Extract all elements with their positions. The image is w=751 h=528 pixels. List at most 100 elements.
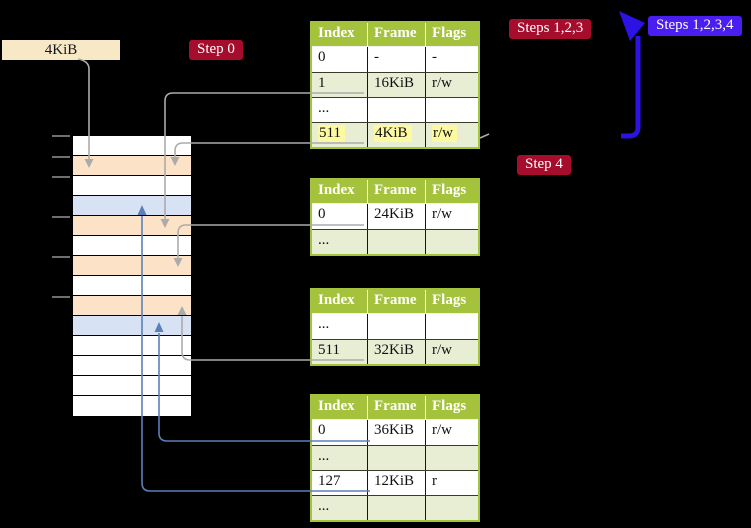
cell-frame (368, 314, 426, 339)
cell-flags: - (432, 49, 437, 65)
memory-row-5 (73, 236, 191, 256)
column-header-flags: Flags (432, 292, 467, 308)
column-header-frame: Frame (368, 290, 426, 313)
cell-flags: r/w (432, 75, 452, 91)
table-row: ... (312, 97, 478, 122)
cell-index: ... (312, 314, 368, 339)
table-header-row: Index Frame Flags (312, 23, 478, 47)
cell-index: 511 (312, 123, 368, 147)
table1-right-stub (479, 133, 490, 139)
column-header-flags: Flags (432, 182, 467, 198)
column-header-index: Index (312, 180, 368, 203)
memory-tick (52, 135, 70, 137)
memory-row-6 (73, 256, 191, 276)
table-row-highlighted: 511 4KiB r/w (312, 122, 478, 147)
cell-index: ... (312, 230, 368, 254)
memory-row-7 (73, 276, 191, 296)
step-0-label: Step 0 (189, 40, 243, 60)
memory-row-8 (73, 296, 191, 316)
memory-tick (52, 176, 70, 178)
memory-column (72, 135, 192, 417)
cell-flags: r/w (432, 342, 452, 358)
cell-index: 511 (312, 340, 368, 364)
memory-row-10 (73, 336, 191, 356)
cell-frame: 4KiB (368, 123, 426, 147)
table-row: ... (312, 229, 478, 254)
table-row: ... (312, 445, 478, 470)
cell-flags: r/w (432, 206, 452, 222)
table-row: 1 16KiB r/w (312, 72, 478, 97)
page-size-box: 4KiB (2, 40, 120, 60)
column-header-frame: Frame (368, 23, 426, 46)
memory-tick (52, 216, 70, 218)
cell-frame (368, 98, 426, 122)
table-header-row: Index Frame Flags (312, 180, 478, 204)
cell-index: 127 (312, 471, 368, 495)
cell-flags: r/w (426, 123, 478, 147)
cell-frame: 36KiB (368, 420, 426, 445)
memory-tick (52, 256, 70, 258)
cell-frame: - (368, 47, 426, 72)
cell-flags (426, 230, 478, 254)
cell-index: ... (312, 496, 368, 520)
page-size-label: 4KiB (44, 42, 78, 58)
column-header-flags: Flags (432, 398, 467, 414)
highlight-text: r/w (432, 125, 457, 142)
steps-1234-label: Steps 1,2,3,4 (648, 16, 742, 36)
page-table-4: Index Frame Flags 0 36KiB r/w ... 127 12… (310, 394, 480, 522)
highlight-text: 4KiB (374, 125, 412, 142)
steps-123-label: Steps 1,2,3 (509, 19, 592, 39)
page-table-1: Index Frame Flags 0 - - 1 16KiB r/w ... … (310, 21, 480, 149)
steps-loop-arrowhead-icon (619, 11, 645, 41)
cell-flags (426, 446, 478, 470)
cell-index: 0 (312, 47, 368, 72)
memory-row-3 (73, 196, 191, 216)
table-row: 0 - - (312, 47, 478, 72)
step-4-label: Step 4 (517, 155, 571, 175)
table-row: 127 12KiB r (312, 470, 478, 495)
memory-row-0 (73, 136, 191, 156)
cell-index: 0 (312, 420, 368, 445)
cell-index: ... (312, 98, 368, 122)
memory-row-1 (73, 156, 191, 176)
steps-loop-arrow (621, 36, 641, 139)
cell-index: 0 (312, 204, 368, 229)
cell-frame: 24KiB (368, 204, 426, 229)
table-row: 0 36KiB r/w (312, 420, 478, 445)
cell-index: 1 (312, 73, 368, 97)
memory-row-12 (73, 376, 191, 396)
cell-frame: 32KiB (368, 340, 426, 364)
column-header-index: Index (312, 290, 368, 313)
memory-row-11 (73, 356, 191, 376)
table-header-row: Index Frame Flags (312, 290, 478, 314)
memory-tick (52, 296, 70, 298)
cell-frame (368, 496, 426, 520)
cell-frame: 16KiB (368, 73, 426, 97)
table-row: 511 32KiB r/w (312, 339, 478, 364)
highlight-text: 511 (318, 125, 345, 142)
memory-tick (52, 156, 70, 158)
cell-frame (368, 230, 426, 254)
cell-flags (426, 496, 478, 520)
table-row: ... (312, 314, 478, 339)
column-header-index: Index (312, 23, 368, 46)
table-row: 0 24KiB r/w (312, 204, 478, 229)
cell-flags (426, 98, 478, 122)
page-table-3: Index Frame Flags ... 511 32KiB r/w (310, 288, 480, 366)
cell-flags: r (432, 473, 437, 489)
column-header-index: Index (312, 396, 368, 419)
cell-index: ... (312, 446, 368, 470)
cell-flags (426, 314, 478, 339)
page-table-2: Index Frame Flags 0 24KiB r/w ... (310, 178, 480, 256)
cell-flags: r/w (432, 422, 452, 438)
memory-row-4 (73, 216, 191, 236)
cell-frame (368, 446, 426, 470)
column-header-frame: Frame (368, 180, 426, 203)
table-header-row: Index Frame Flags (312, 396, 478, 420)
table-row: ... (312, 495, 478, 520)
memory-row-13 (73, 396, 191, 416)
cell-frame: 12KiB (368, 471, 426, 495)
column-header-flags: Flags (432, 25, 467, 41)
memory-row-2 (73, 176, 191, 196)
